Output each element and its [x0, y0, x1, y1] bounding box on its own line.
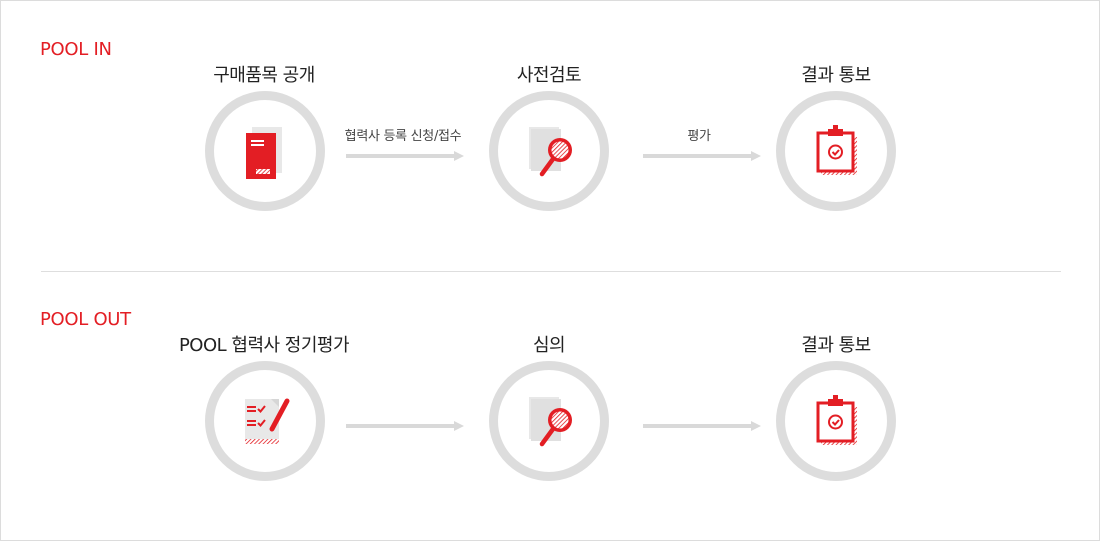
arrow-right-icon [346, 151, 464, 161]
arrow-label-evaluation: 평가 [687, 129, 711, 144]
step-circle-result-notice [776, 91, 896, 211]
step-circle-item-disclosure [205, 91, 325, 211]
clipboard-check-icon [816, 395, 857, 445]
step-circle-periodic-evaluation [205, 361, 325, 481]
arrow-label-registration: 협력사 등록 신청/접수 [344, 129, 462, 144]
arrow-right-icon [643, 151, 761, 161]
magnifier-document-icon [529, 127, 572, 177]
step-label-pre-review: 사전검토 [516, 65, 582, 86]
step-label-item-disclosure: 구매품목 공개 [213, 65, 315, 86]
clipboard-check-icon [816, 125, 857, 175]
step-label-result-notice: 결과 통보 [801, 65, 871, 86]
magnifier-document-icon [529, 397, 572, 447]
document-icon [246, 127, 282, 179]
step-label-deliberation: 심의 [532, 335, 566, 356]
step-label-periodic-evaluation: POOL 협력사 정기평가 [178, 335, 350, 356]
section-title-pool-in: POOL IN [40, 39, 112, 60]
step-circle-deliberation [489, 361, 609, 481]
step-circle-pre-review [489, 91, 609, 211]
step-label-result-notice-out: 결과 통보 [801, 335, 871, 356]
section-title-pool-out: POOL OUT [40, 309, 131, 330]
arrow-right-icon [643, 421, 761, 431]
arrow-right-icon [346, 421, 464, 431]
section-divider [41, 271, 1061, 272]
checklist-pen-icon [245, 398, 290, 444]
step-circle-result-notice-out [776, 361, 896, 481]
